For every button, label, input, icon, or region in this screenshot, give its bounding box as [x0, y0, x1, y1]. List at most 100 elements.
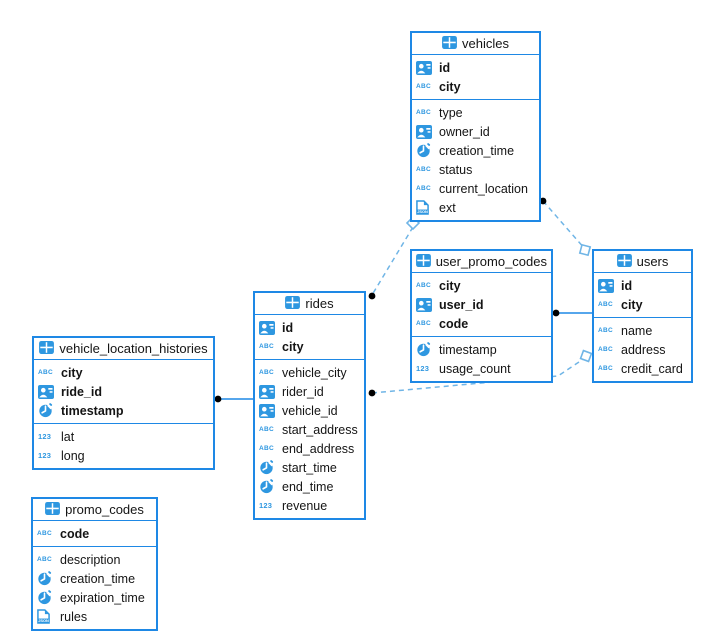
table-title: vehicle_location_histories — [59, 341, 208, 356]
column-row-user_id[interactable]: user_id — [412, 295, 551, 314]
table-icon — [416, 253, 431, 270]
relation-endpoint-dot — [368, 292, 376, 300]
column-row-owner_id[interactable]: owner_id — [412, 122, 539, 141]
number-icon: 123 — [416, 364, 434, 373]
relationship-line-rides-to-users[interactable] — [371, 357, 586, 394]
column-name: credit_card — [621, 361, 683, 376]
column-row-rider_id[interactable]: rider_id — [255, 382, 364, 401]
number-icon: 123 — [38, 432, 56, 441]
column-name: long — [61, 448, 85, 463]
column-name: city — [439, 79, 461, 94]
number-glyph: 123 — [416, 364, 430, 373]
abc-text-icon: ABC — [416, 166, 434, 173]
table-header[interactable]: rides — [255, 293, 364, 315]
column-row-id[interactable]: id — [594, 276, 691, 295]
column-row-timestamp[interactable]: timestamp — [412, 340, 551, 359]
column-name: creation_time — [439, 143, 515, 158]
column-row-id[interactable]: id — [255, 318, 364, 337]
column-name: rider_id — [282, 384, 324, 399]
column-name: timestamp — [439, 342, 497, 357]
table-icon — [39, 340, 55, 357]
table-header[interactable]: user_promo_codes — [412, 251, 551, 273]
column-row-usage_count[interactable]: 123 usage_count — [412, 359, 551, 378]
column-row-lat[interactable]: 123 lat — [34, 427, 213, 446]
clock-icon — [37, 571, 55, 586]
table-icon — [45, 501, 61, 518]
column-row-vehicle_city[interactable]: ABC vehicle_city — [255, 363, 364, 382]
column-row-credit_card[interactable]: ABC credit_card — [594, 359, 691, 378]
column-row-end_time[interactable]: end_time — [255, 477, 364, 496]
column-row-vehicle_id[interactable]: vehicle_id — [255, 401, 364, 420]
abc-text-glyph: ABC — [259, 369, 274, 376]
column-row-ext[interactable]: JSON ext — [412, 198, 539, 217]
column-row-creation_time[interactable]: creation_time — [412, 141, 539, 160]
column-name: end_time — [282, 479, 334, 494]
column-name: vehicle_city — [282, 365, 347, 380]
column-name: ext — [439, 200, 456, 215]
abc-text-icon: ABC — [598, 301, 616, 308]
abc-text-icon: ABC — [416, 282, 434, 289]
table-header[interactable]: vehicle_location_histories — [34, 338, 213, 360]
json-icon: JSON — [416, 200, 434, 215]
column-row-timestamp[interactable]: timestamp — [34, 401, 213, 420]
relationship-line-rides-to-vehicles[interactable] — [371, 226, 414, 296]
abc-text-icon: ABC — [37, 556, 55, 563]
user-id-icon — [259, 384, 277, 399]
column-name: code — [439, 316, 469, 331]
table-title: rides — [305, 296, 334, 311]
column-name: expiration_time — [60, 590, 145, 605]
abc-text-icon: ABC — [598, 327, 616, 334]
relationship-line-vehicles-to-users[interactable] — [542, 200, 586, 250]
abc-text-glyph: ABC — [416, 109, 431, 116]
relation-endpoint-dot — [214, 395, 222, 403]
abc-text-icon: ABC — [38, 369, 56, 376]
column-row-current_location[interactable]: ABC current_location — [412, 179, 539, 198]
abc-text-glyph: ABC — [416, 282, 431, 289]
column-row-start_time[interactable]: start_time — [255, 458, 364, 477]
column-row-id[interactable]: id — [412, 58, 539, 77]
column-name: lat — [61, 429, 75, 444]
column-name: city — [282, 339, 304, 354]
column-name: usage_count — [439, 361, 511, 376]
column-name: code — [60, 526, 90, 541]
table-title: users — [636, 254, 669, 269]
table-header[interactable]: promo_codes — [33, 499, 156, 521]
column-row-creation_time[interactable]: creation_time — [33, 569, 156, 588]
abc-text-glyph: ABC — [416, 185, 431, 192]
column-row-expiration_time[interactable]: expiration_time — [33, 588, 156, 607]
abc-text-icon: ABC — [598, 365, 616, 372]
column-name: current_location — [439, 181, 528, 196]
table-header[interactable]: users — [594, 251, 691, 273]
column-row-ride_id[interactable]: ride_id — [34, 382, 213, 401]
table-header[interactable]: vehicles — [412, 33, 539, 55]
abc-text-glyph: ABC — [598, 365, 613, 372]
